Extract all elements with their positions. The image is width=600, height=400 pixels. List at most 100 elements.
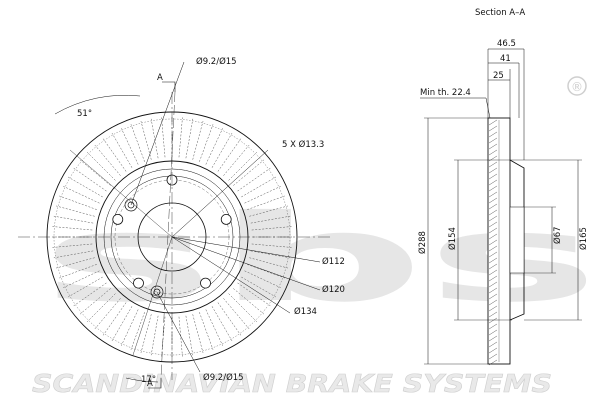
vent-line [237,167,271,192]
vent-line [205,128,223,165]
vent-line [67,276,103,298]
hatch-line [488,329,498,336]
vent-line [63,186,100,204]
leader-dia-134 [171,236,291,314]
vent-line [52,243,93,248]
vent-line [223,298,250,330]
hole-top-label: Ø9.2/Ø15 [196,56,237,67]
hatch-line [488,119,498,126]
vent-line [192,121,204,160]
hatch-line [488,251,498,258]
vent-line [111,306,133,342]
bolt-pattern-label: 5 X Ø13.3 [282,139,324,150]
vent-line [211,306,233,342]
hatch-line [488,239,498,246]
hatch-line [488,245,498,252]
hatch-line [488,149,498,156]
vent-line [199,124,214,162]
vent-line [251,226,292,231]
brand-name-watermark: SCANDINAVIAN BRAKE SYSTEMS [32,369,552,398]
dia-154-label: Ø154 [447,227,458,250]
vent-line [121,128,139,165]
vent-line [52,226,93,231]
section-arrow-top [162,81,176,92]
vent-line [250,250,291,259]
hatch-line [488,197,498,204]
vent-line [241,276,277,298]
vent-line [56,205,95,217]
angle-51-label: 51° [77,109,92,119]
vent-line [237,282,271,307]
section-line [160,91,176,379]
vent-line [223,144,250,176]
vent-line [178,117,183,158]
hatch-line [488,299,498,306]
hatch-line [488,233,498,240]
vent-line [185,118,194,159]
vent-line [150,315,159,356]
hatch-line [488,173,498,180]
section-mark-top: A [157,73,163,83]
vent-line [178,316,183,357]
hatch-line [488,353,498,360]
hatch-line [488,137,498,144]
hatch-line [488,323,498,330]
section-view: Section A–A 46.5 41 25 Min th. 22.4 Ø288… [417,8,589,366]
width-41-label: 41 [500,54,511,64]
locating-hole-top-outer [124,198,138,212]
vent-line [121,309,139,346]
section-mark-bottom: A [147,379,153,389]
vent-line [199,312,214,350]
section-hatching [488,119,498,366]
vent-line [67,176,103,198]
dia-288-label: Ø288 [417,231,428,254]
vent-line [161,117,166,158]
hatch-line [488,293,498,300]
leader-bolt-pattern [171,149,269,238]
hatch-line [488,257,498,264]
width-total-label: 46.5 [497,39,516,49]
vent-line [73,167,107,192]
vent-line [211,132,233,168]
dia-134-label: Ø134 [294,306,317,317]
vent-line [73,282,107,307]
vent-line [140,121,152,160]
vent-line [233,159,265,186]
cooling-vents [52,117,292,357]
dia-67-label: Ø67 [552,226,563,244]
vent-line [217,302,242,336]
hatch-line [488,221,498,228]
vent-line [86,293,116,323]
dia-120-label: Ø120 [322,284,345,295]
bolt-hole [200,277,211,289]
vent-line [185,315,194,356]
vent-line [111,132,133,168]
angle-51-leg [69,149,173,238]
hatch-line [488,131,498,138]
leader-dia-112 [171,236,321,263]
hatch-line [488,227,498,234]
vent-line [249,257,288,269]
vent-line [140,314,152,353]
hatch-line [488,143,498,150]
vent-line [53,215,94,224]
dia-165-label: Ø165 [578,227,589,250]
angle-17-leg [132,236,173,356]
vent-line [244,186,281,204]
hole-bottom-label: Ø9.2/Ø15 [203,372,244,383]
hatch-line [488,359,498,366]
hatch-line [488,161,498,168]
vent-line [247,195,285,210]
hatch-line [488,341,498,348]
hatch-line [488,269,498,276]
vent-line [59,195,97,210]
hatch-line [488,311,498,318]
hatch-line [488,335,498,342]
vent-line [130,312,145,350]
hatch-line [488,185,498,192]
section-arrow-bottom [148,378,162,389]
bolt-holes [112,174,232,289]
angle-17-arc [125,377,159,383]
vent-line [56,257,95,269]
vent-line [228,151,258,181]
